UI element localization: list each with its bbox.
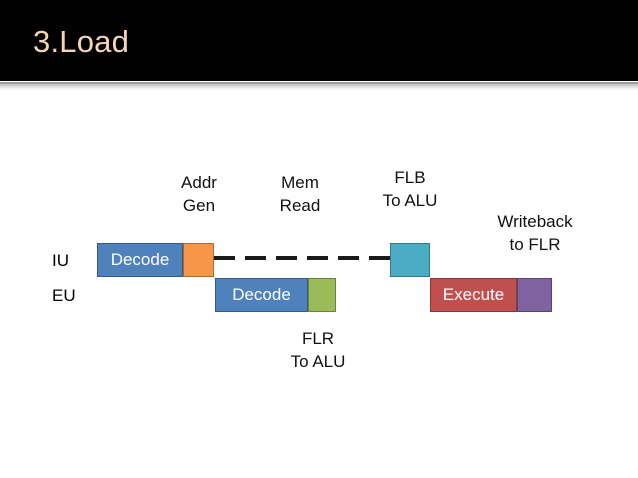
- stage-eu-decode-label: Decode: [232, 285, 291, 304]
- stage-eu-flr-to-alu[interactable]: [308, 278, 336, 312]
- caption-flr-to-alu-line2: To ALU: [290, 352, 346, 371]
- page-title: 3.Load: [33, 24, 130, 59]
- caption-mem-read-line1: Mem: [281, 173, 319, 192]
- caption-flb-to-alu-line2: To ALU: [382, 191, 438, 210]
- stage-iu-addr-gen[interactable]: [183, 243, 214, 277]
- row-label-iu: IU: [52, 251, 69, 270]
- caption-flr-to-alu-line1: FLR: [301, 329, 335, 348]
- caption-addr-gen-line2: Gen: [182, 196, 216, 215]
- caption-mem-read-line2: Read: [279, 196, 321, 215]
- caption-addr-gen-line1: Addr: [181, 173, 217, 192]
- mem-read-dashed-connector: [214, 256, 390, 260]
- stage-iu-decode-label: Decode: [110, 250, 170, 269]
- row-label-eu: EU: [52, 286, 76, 305]
- stage-eu-decode[interactable]: Decode: [215, 278, 308, 312]
- stage-iu-decode[interactable]: Decode: [97, 243, 183, 277]
- stage-eu-writeback[interactable]: [517, 278, 552, 312]
- stage-eu-execute[interactable]: Execute: [430, 278, 517, 312]
- caption-writeback-line1: Writeback: [497, 212, 573, 231]
- pipeline-diagram: IU EU Addr Gen Mem Read FLB To ALU Write…: [0, 90, 638, 478]
- title-divider: [0, 80, 638, 90]
- caption-writeback-line2: to FLR: [509, 235, 561, 254]
- stage-iu-flb-to-alu[interactable]: [390, 243, 430, 277]
- caption-flb-to-alu-line1: FLB: [394, 168, 426, 187]
- stage-eu-execute-label: Execute: [442, 285, 505, 304]
- title-bar: 3.Load: [0, 0, 638, 80]
